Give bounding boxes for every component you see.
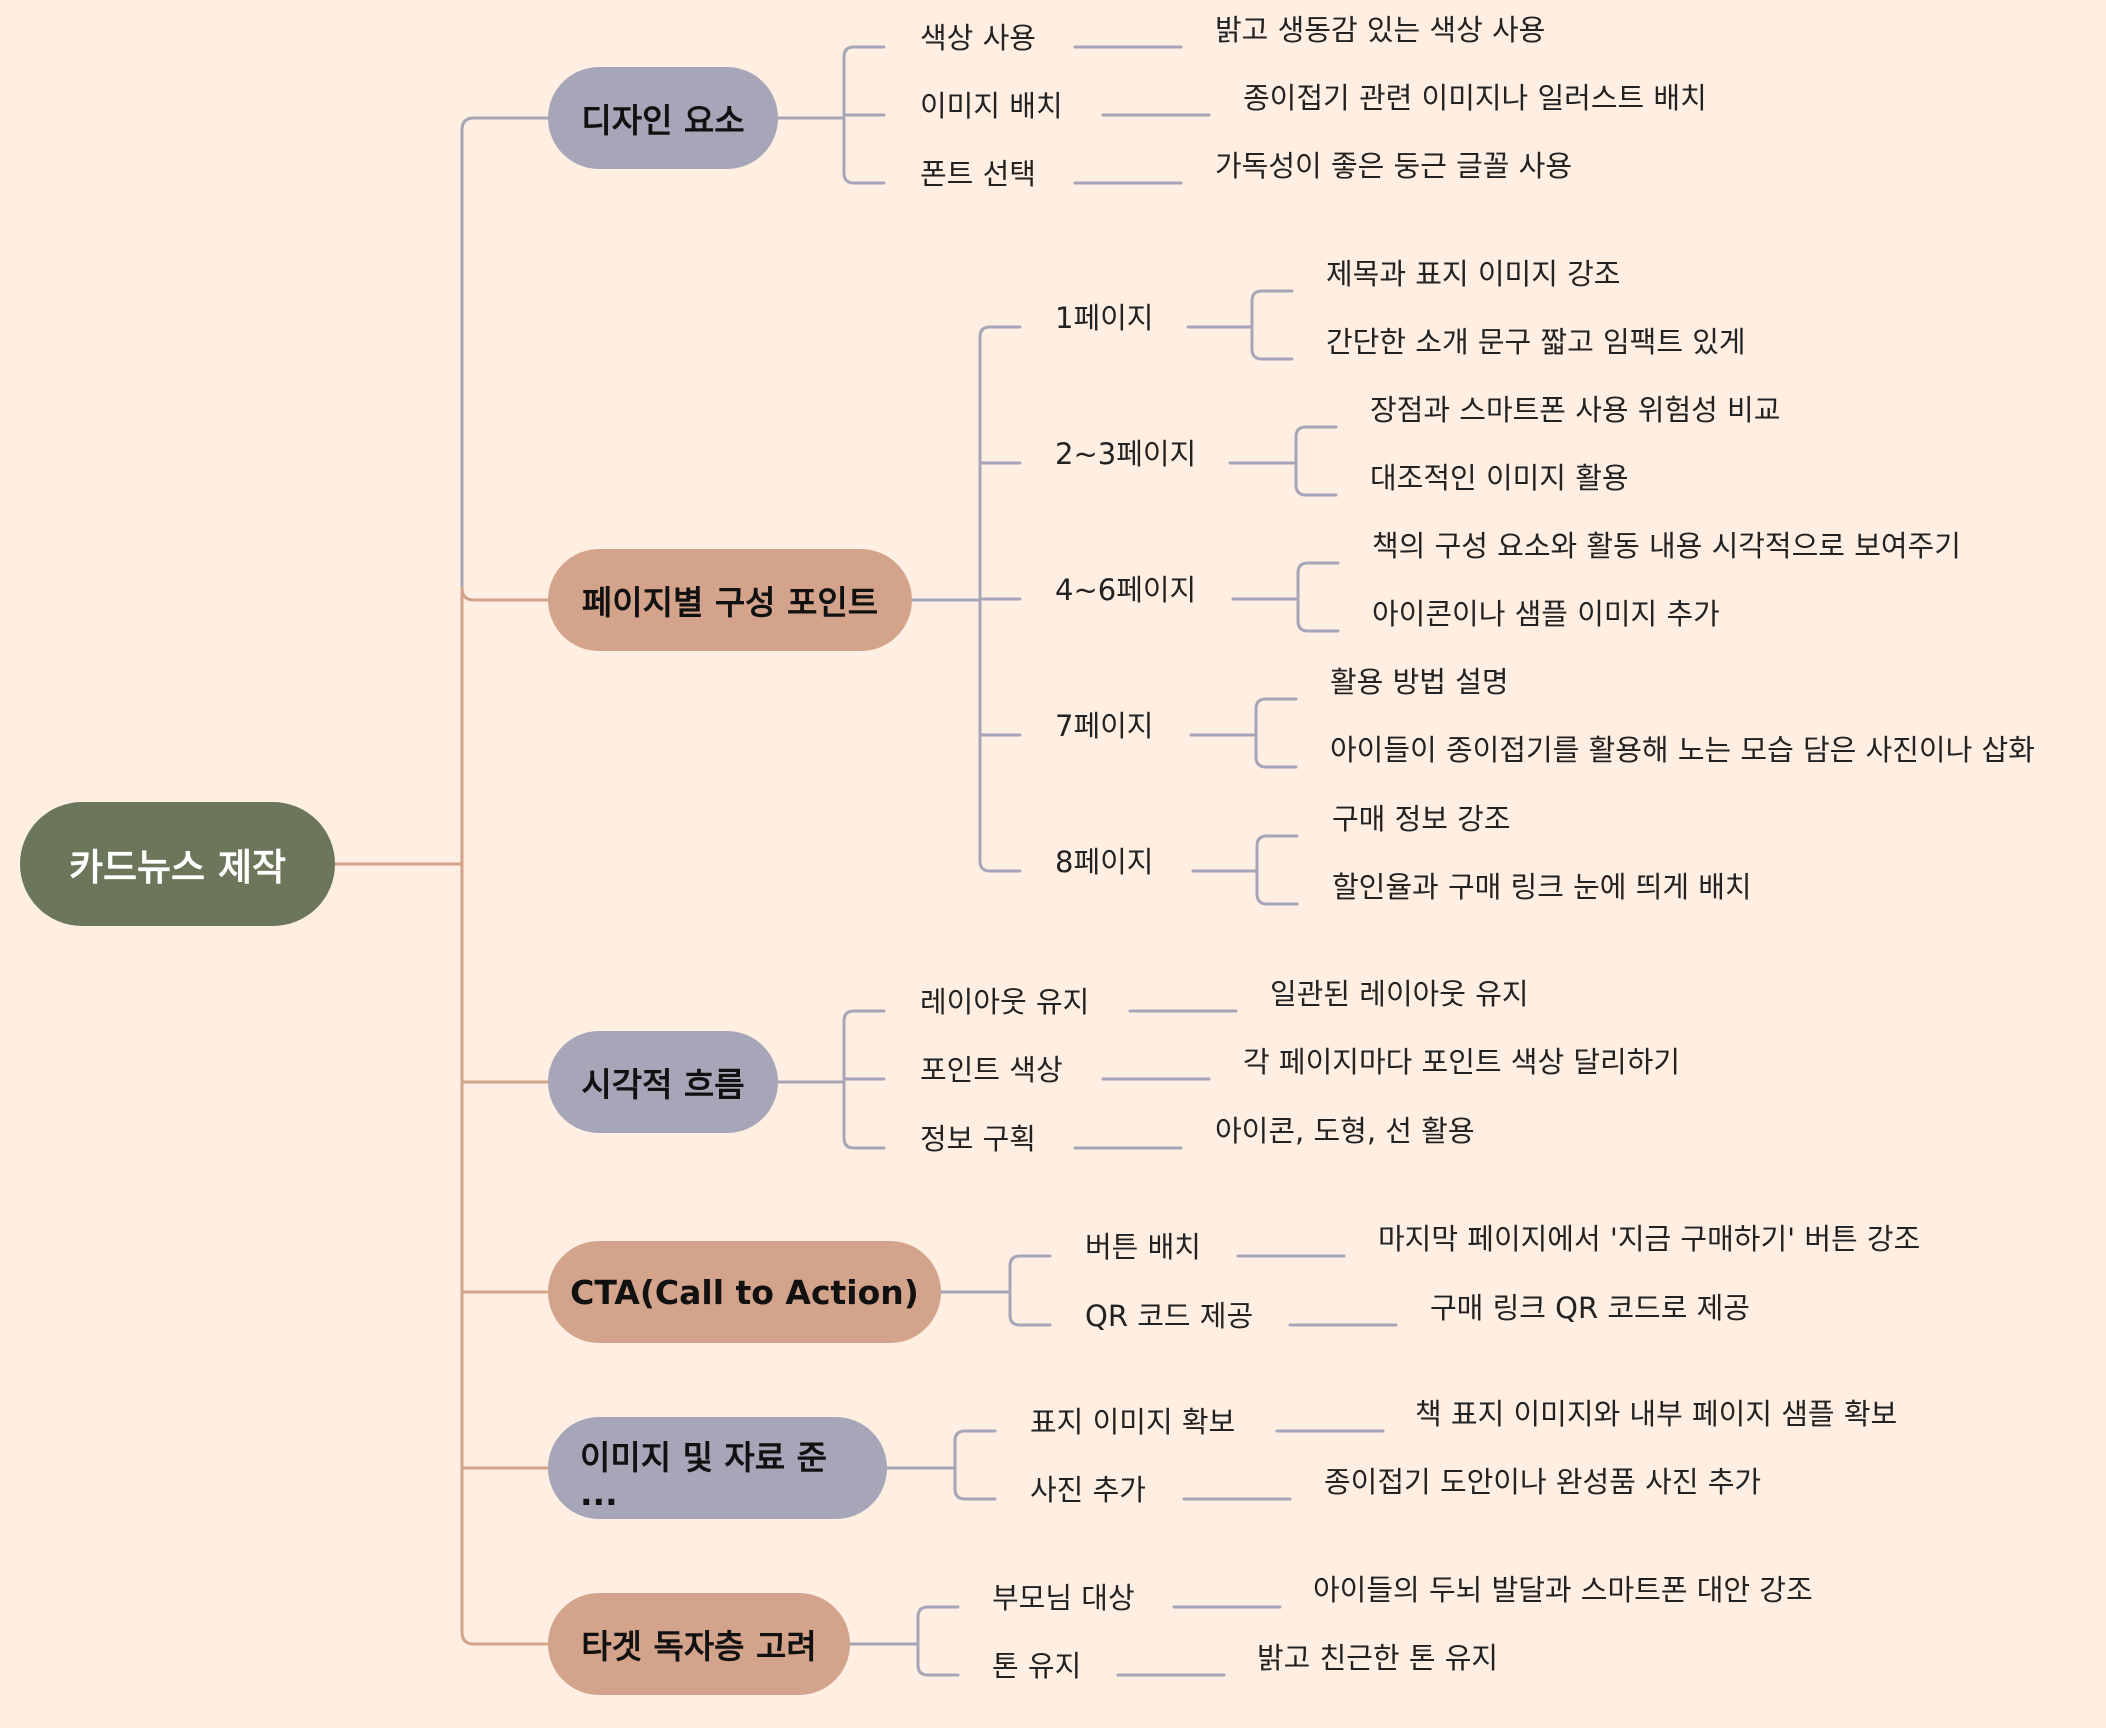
connector-line — [916, 1605, 960, 1677]
child-label: 부모님 대상 — [992, 1581, 1135, 1615]
detail-label: 종이접기 도안이나 완성품 사진 추가 — [1324, 1465, 1762, 1499]
detail-label: 구매 정보 강조 — [1332, 802, 1511, 836]
detail-label: 구매 링크 QR 코드로 제공 — [1430, 1291, 1750, 1325]
child-label: 이미지 배치 — [920, 89, 1063, 123]
detail-label: 아이콘, 도형, 선 활용 — [1215, 1114, 1475, 1148]
child-label: 4~6페이지 — [1055, 573, 1197, 607]
detail-label: 활용 방법 설명 — [1330, 665, 1509, 699]
child-label: 버튼 배치 — [1085, 1230, 1201, 1264]
detail-label: 밝고 친근한 톤 유지 — [1257, 1641, 1499, 1675]
child-label: 정보 구획 — [920, 1122, 1036, 1156]
connector-line — [460, 586, 550, 1646]
detail-label: 각 페이지마다 포인트 색상 달리하기 — [1243, 1045, 1681, 1079]
child-label: 사진 추가 — [1030, 1473, 1146, 1507]
child-label: 표지 이미지 확보 — [1030, 1405, 1236, 1439]
detail-label: 대조적인 이미지 활용 — [1370, 461, 1629, 495]
root-node[interactable]: 카드뉴스 제작 — [20, 802, 335, 926]
branch-node[interactable]: 타겟 독자층 고려 — [548, 1593, 850, 1695]
child-label: 포인트 색상 — [920, 1053, 1063, 1087]
branch-node[interactable]: 페이지별 구성 포인트 — [548, 549, 912, 651]
detail-label: 책의 구성 요소와 활동 내용 시각적으로 보여주기 — [1372, 529, 1961, 563]
connector-line — [460, 586, 550, 602]
detail-label: 종이접기 관련 이미지나 일러스트 배치 — [1243, 81, 1707, 115]
detail-label: 일관된 레이아웃 유지 — [1270, 977, 1529, 1011]
detail-label: 마지막 페이지에서 '지금 구매하기' 버튼 강조 — [1378, 1222, 1921, 1256]
connector-line — [1250, 289, 1294, 361]
child-label: 폰트 선택 — [920, 157, 1036, 191]
connector-line — [1294, 425, 1338, 497]
connector-line — [953, 1429, 997, 1501]
connector-line — [1254, 697, 1298, 769]
detail-label: 간단한 소개 문구 짧고 임팩트 있게 — [1326, 325, 1746, 359]
detail-label: 책 표지 이미지와 내부 페이지 샘플 확보 — [1415, 1397, 1898, 1431]
branch-node[interactable]: 이미지 및 자료 준 ... — [548, 1417, 887, 1519]
detail-label: 제목과 표지 이미지 강조 — [1326, 257, 1621, 291]
detail-label: 장점과 스마트폰 사용 위험성 비교 — [1370, 393, 1781, 427]
detail-label: 아이들이 종이접기를 활용해 노는 모습 담은 사진이나 삽화 — [1330, 733, 2035, 767]
child-label: 7페이지 — [1055, 709, 1154, 743]
branch-node[interactable]: 시각적 흐름 — [548, 1031, 778, 1133]
branch-node[interactable]: CTA(Call to Action) — [548, 1241, 941, 1343]
child-label: 레이아웃 유지 — [920, 985, 1090, 1019]
detail-label: 할인율과 구매 링크 눈에 띄게 배치 — [1332, 870, 1752, 904]
child-label: 1페이지 — [1055, 301, 1154, 335]
connector-line — [460, 116, 550, 590]
child-label: 톤 유지 — [992, 1649, 1082, 1683]
detail-label: 밝고 생동감 있는 색상 사용 — [1215, 13, 1546, 47]
child-label: 8페이지 — [1055, 845, 1154, 879]
child-label: 2~3페이지 — [1055, 437, 1197, 471]
child-label: QR 코드 제공 — [1085, 1299, 1254, 1333]
branch-node[interactable]: 디자인 요소 — [548, 67, 778, 169]
connector-line — [1008, 1254, 1052, 1327]
connector-line — [1296, 561, 1340, 633]
connector-line — [1255, 834, 1299, 906]
detail-label: 아이콘이나 샘플 이미지 추가 — [1372, 597, 1720, 631]
detail-label: 가독성이 좋은 둥근 글꼴 사용 — [1215, 149, 1573, 183]
detail-label: 아이들의 두뇌 발달과 스마트폰 대안 강조 — [1313, 1573, 1813, 1607]
child-label: 색상 사용 — [920, 21, 1036, 55]
